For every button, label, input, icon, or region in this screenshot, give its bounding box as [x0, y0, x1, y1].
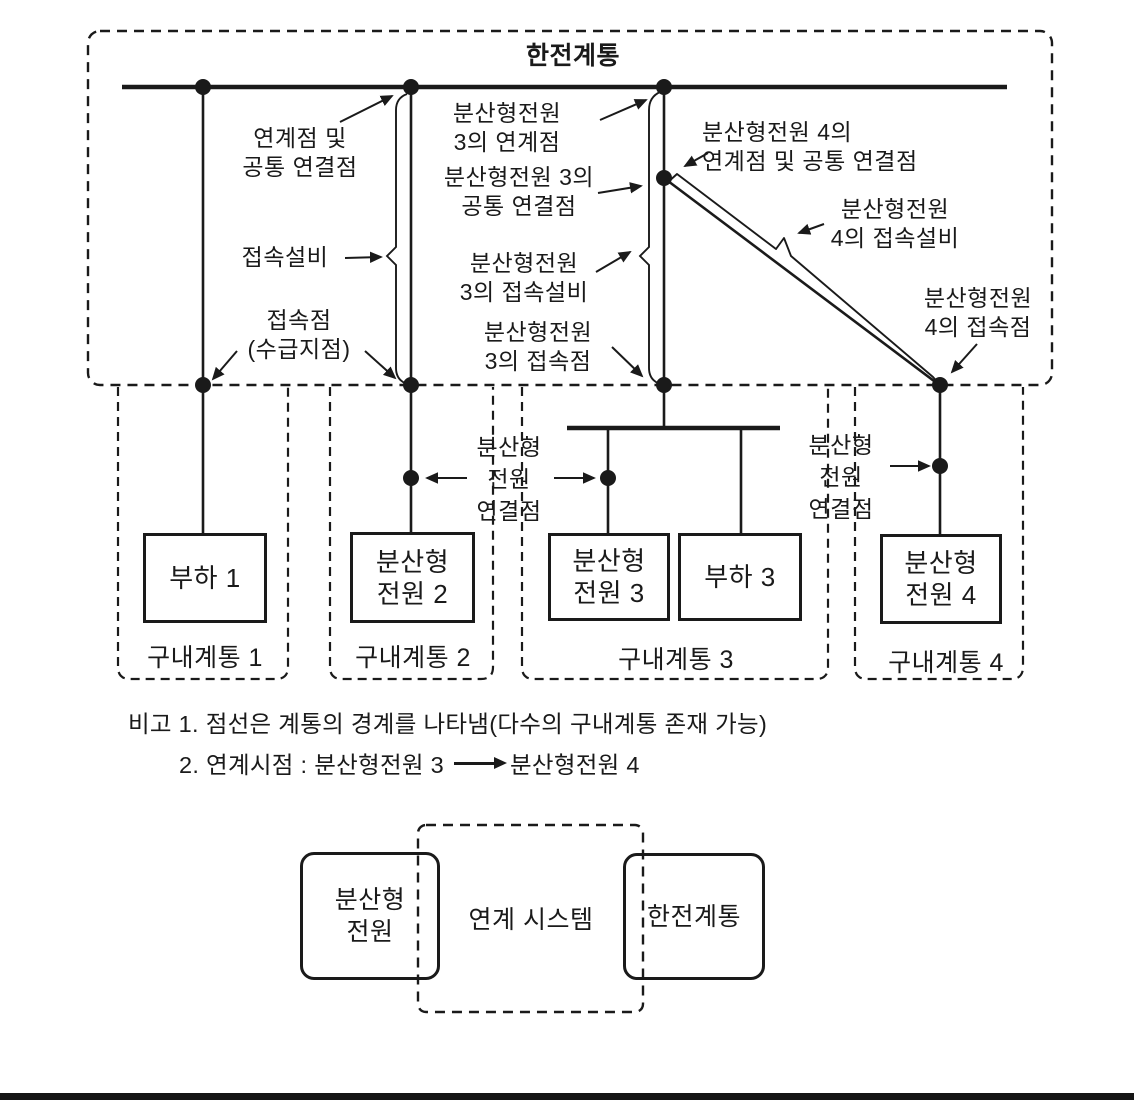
dp-connection-point-right-label: 분산형 전원 연결점 [808, 432, 874, 522]
note-line-2: 2. 연계시점 : 분산형전원 3 분산형전원 4 [179, 746, 767, 780]
arrow-dp4-facility [797, 223, 825, 235]
premises-label-4: 구내계통 4 [888, 649, 1004, 677]
premises-boundary-box-2 [328, 387, 495, 681]
dp-connection-point-mid-label: 분산형 전원 연결점 [476, 434, 542, 524]
arrow-dp3-poi [599, 99, 648, 121]
note-line-2-prefix: 2. 연계시점 : 분산형전원 3 [179, 752, 444, 778]
arrow-poc-right [364, 350, 397, 380]
node-dp4-poi-pcc [656, 170, 672, 186]
dp3-poi-label: 분산형전원 3의 연계점 [452, 100, 562, 155]
dp3-point-label: 분산형전원 3의 접속점 [483, 319, 593, 374]
dp4-box: 분산형 전원 4 [880, 534, 1002, 624]
dp2-box: 분산형 전원 2 [350, 532, 475, 623]
pcc-label: 연계점 및 공통 연결점 [242, 125, 358, 180]
premises-label-1: 구내계통 1 [147, 644, 263, 672]
arrow-dp3-facility [595, 251, 632, 273]
arrow-poc-left [211, 350, 238, 381]
node-dp4-connection-point [932, 458, 948, 474]
node-pcc [403, 79, 419, 95]
kepco-boundary-box [86, 29, 1054, 387]
node-dp3-poi [656, 79, 672, 95]
node-dp2-connection-point [403, 470, 419, 486]
scan-edge-bar [0, 1093, 1134, 1100]
premises-boundary-box-3 [520, 387, 830, 681]
kepco-grid-label: 한전계통 [525, 42, 621, 70]
connection-nodes [195, 79, 948, 486]
dp4-facility-label: 분산형전원 4의 접속설비 [830, 196, 960, 251]
note-line-1: 비고 1. 점선은 계통의 경계를 나타냄(다수의 구내계통 존재 가능) [128, 711, 768, 737]
node-bus-1 [195, 79, 211, 95]
premises-label-3: 구내계통 3 [618, 646, 734, 674]
dp4-poi-pcc-label: 분산형전원 4의 연계점 및 공통 연결점 [702, 119, 918, 174]
arrow-pcc [339, 95, 394, 123]
premises-boundary-box-4 [853, 387, 1025, 681]
note-line-2-suffix: 분산형전원 4 [510, 752, 640, 778]
arrow-dp4-poi-pcc [683, 152, 709, 167]
point-of-connection-label: 접속점 (수급지점) [247, 307, 351, 362]
dp3-pcc-label: 분산형전원 3의 공통 연결점 [443, 164, 595, 219]
right-arrow-icon [454, 756, 507, 769]
legend-grid-box: 한전계통 [623, 853, 765, 980]
facility-label: 접속설비 [241, 244, 329, 270]
interconnection-system-boundary-box [416, 823, 645, 1014]
load1-box: 부하 1 [143, 533, 267, 623]
node-poc-load1 [195, 377, 211, 393]
node-dp3-connection-point [600, 470, 616, 486]
premises-label-2: 구내계통 2 [355, 644, 471, 672]
dp4-point-label: 분산형전원 4의 접속점 [923, 285, 1033, 340]
dp3-box: 분산형 전원 3 [548, 533, 670, 621]
node-poc-dp4 [932, 377, 948, 393]
dp4-connection-line [663, 176, 939, 386]
dp3-facility-label: 분산형전원 3의 접속설비 [459, 250, 589, 305]
facility-brace-dp2 [385, 93, 408, 385]
legend-dp-box: 분산형 전원 [300, 852, 440, 980]
arrow-dp3-pcc [597, 182, 643, 194]
notes-block: 비고 1. 점선은 계통의 경계를 나타냄(다수의 구내계통 존재 가능) 2.… [128, 705, 767, 780]
node-poc-dp2 [403, 377, 419, 393]
dp4-facility-brace [666, 173, 940, 385]
facility-brace-dp3 [638, 91, 661, 385]
load3-box: 부하 3 [678, 533, 802, 621]
arrow-dp4-point [950, 343, 978, 374]
arrow-facility [344, 251, 383, 264]
node-poc-dp3 [656, 377, 672, 393]
legend-system-label: 연계 시스템 [468, 906, 594, 934]
arrow-dp3-point [611, 346, 644, 378]
annotation-arrows [211, 95, 978, 484]
